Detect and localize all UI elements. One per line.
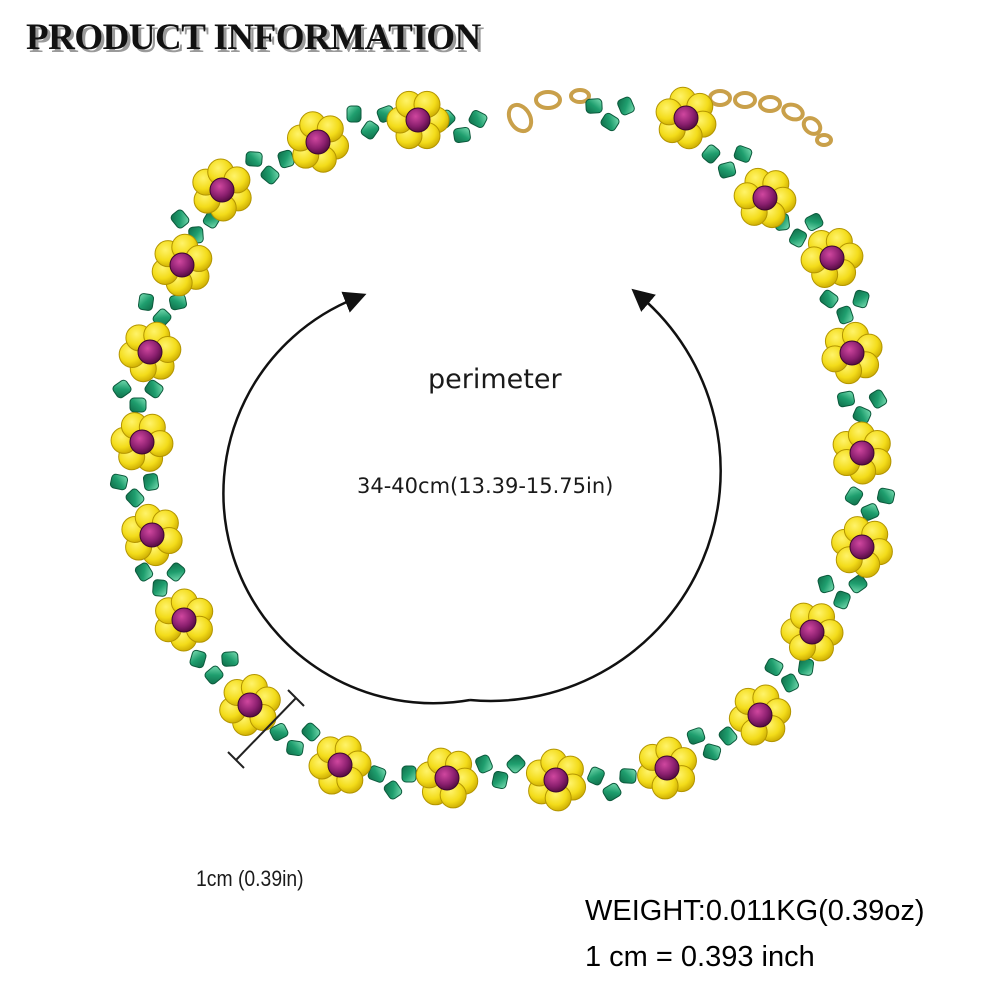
leaf-bead xyxy=(383,780,403,800)
width-measure-line xyxy=(227,689,305,769)
leaf-bead xyxy=(286,739,304,757)
leaf-bead xyxy=(602,782,622,802)
leaf-bead xyxy=(852,289,870,309)
leaf-bead xyxy=(686,727,706,745)
leaf-bead xyxy=(129,397,147,413)
leaf-bead xyxy=(797,658,815,676)
page-title: PRODUCT INFORMATION xyxy=(26,17,481,58)
unit-conversion: 1 cm = 0.393 inch xyxy=(585,941,815,973)
leaf-bead xyxy=(733,145,753,163)
leaf-bead xyxy=(833,590,851,610)
leaf-bead xyxy=(137,293,155,311)
leaf-bead xyxy=(144,379,164,399)
flower-bead xyxy=(655,86,717,150)
leaf-bead xyxy=(260,165,280,185)
leaf-bead xyxy=(142,473,160,491)
leaf-bead xyxy=(189,649,207,669)
leaf-bead xyxy=(702,743,722,761)
leaf-bead xyxy=(585,98,603,114)
leaf-bead xyxy=(844,486,864,506)
leaf-bead xyxy=(860,503,880,521)
leaf-bead xyxy=(112,379,132,399)
flower-bead xyxy=(637,736,697,800)
flower-beads xyxy=(110,86,893,812)
leaf-bead xyxy=(166,562,186,582)
leaf-bead xyxy=(506,754,526,774)
leaf-bead xyxy=(717,161,737,179)
leaf-bead xyxy=(245,151,263,167)
leaf-bead xyxy=(204,665,224,685)
leaf-bead xyxy=(788,228,808,248)
leaf-bead xyxy=(401,765,417,783)
leaf-bead xyxy=(453,126,471,144)
leaf-bead xyxy=(221,651,239,667)
leaf-bead xyxy=(360,120,380,140)
leaf-bead xyxy=(134,562,154,582)
flower-bead xyxy=(118,321,182,383)
leaf-bead xyxy=(600,112,620,132)
leaf-bead xyxy=(701,144,721,164)
leaf-bead xyxy=(152,579,168,597)
perimeter-label: perimeter xyxy=(428,364,562,395)
flower-bead xyxy=(831,516,893,578)
flower-bead xyxy=(821,321,883,385)
leaf-bead xyxy=(781,673,799,693)
leaf-bead xyxy=(819,289,839,309)
leaf-bead xyxy=(852,406,872,424)
leaf-bead xyxy=(475,754,493,774)
leaf-bead xyxy=(836,305,854,325)
flower-bead xyxy=(192,158,252,222)
flower-bead xyxy=(110,412,174,472)
leaf-bead xyxy=(837,390,855,408)
leaf-bead xyxy=(817,574,835,594)
flower-bead xyxy=(308,735,372,795)
leaf-bead xyxy=(277,149,295,169)
leaf-bead xyxy=(491,770,509,790)
flower-bead xyxy=(154,588,214,652)
bead-width-label: 1cm (0.39in) xyxy=(196,866,304,891)
flower-bead xyxy=(525,748,587,812)
leaf-bead xyxy=(848,574,868,594)
clasp-chain xyxy=(506,88,833,147)
leaf-bead xyxy=(269,723,289,741)
leaf-bead xyxy=(718,726,738,746)
flower-bead xyxy=(151,233,213,297)
leaf-bead xyxy=(170,209,190,229)
flower-bead xyxy=(733,167,797,229)
flower-bead xyxy=(386,90,450,150)
flower-bead xyxy=(832,421,892,485)
leaf-bead xyxy=(804,213,824,231)
leaf-bead xyxy=(617,96,635,116)
leaf-bead xyxy=(587,766,605,786)
leaf-bead xyxy=(764,657,784,677)
leaf-bead xyxy=(367,765,387,783)
leaf-bead xyxy=(125,488,145,508)
leaf-bead xyxy=(876,487,896,505)
flower-bead xyxy=(219,674,281,736)
leaf-bead xyxy=(109,473,129,491)
leaf-bead xyxy=(619,768,637,784)
leaf-bead xyxy=(301,722,321,742)
flower-bead xyxy=(121,503,183,567)
leaf-bead xyxy=(868,389,888,409)
flower-bead xyxy=(286,111,350,173)
leaf-bead xyxy=(346,105,362,123)
flower-bead xyxy=(780,602,844,662)
flower-bead xyxy=(728,684,792,746)
flower-bead xyxy=(800,228,864,288)
weight-spec: WEIGHT:0.011KG(0.39oz) xyxy=(585,895,925,927)
perimeter-arrow-right xyxy=(469,288,722,703)
flower-bead xyxy=(415,747,479,809)
perimeter-value: 34-40cm(13.39-15.75in) xyxy=(357,474,614,498)
leaf-bead xyxy=(468,110,488,128)
perimeter-arrow-left xyxy=(222,291,471,705)
